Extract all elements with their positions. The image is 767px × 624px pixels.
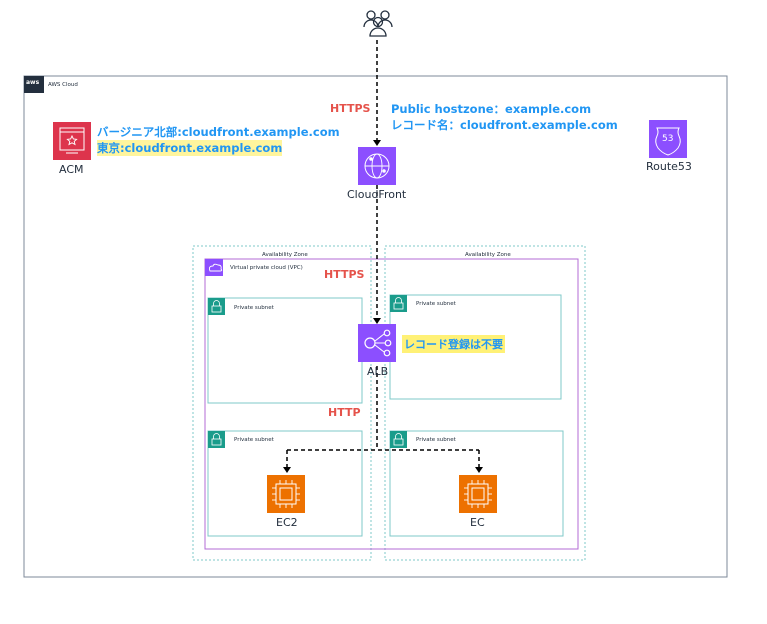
https-top-label: HTTPS <box>330 102 371 115</box>
ec2-icon <box>267 475 305 513</box>
lock-icon <box>390 295 407 312</box>
https-vpc-label: HTTPS <box>324 268 365 281</box>
vpc-label: Virtual private cloud (VPC) <box>230 265 303 271</box>
http-vpc-label: HTTP <box>328 406 361 419</box>
route53-label: Route53 <box>646 160 692 173</box>
acm-cert-virginia: バージニア北部:cloudfront.example.com <box>97 125 340 139</box>
vpc-group <box>204 258 579 550</box>
aws-logo-text: aws <box>26 79 40 86</box>
aws-cloud-group <box>23 75 728 578</box>
cloudfront-label: CloudFront <box>347 188 407 201</box>
lock-icon <box>390 431 407 448</box>
route53-badge: 53 <box>662 134 674 144</box>
subnet-bottom-right-label: Private subnet <box>416 437 456 443</box>
alb-icon <box>358 324 396 362</box>
aws-cloud-label: AWS Cloud <box>48 82 78 88</box>
request-arrows <box>286 40 480 468</box>
ec2-left-label: EC2 <box>276 516 298 529</box>
subnet-bottom-right <box>389 430 564 537</box>
subnet-top-left-label: Private subnet <box>234 305 274 311</box>
lock-icon <box>208 298 225 315</box>
acm-cert-tokyo: 東京:cloudfront.example.com <box>97 140 283 156</box>
cloudfront-icon <box>358 147 396 185</box>
subnet-bottom-left <box>207 430 363 537</box>
vpc-icon <box>205 259 223 276</box>
ec2-icon <box>459 475 497 513</box>
acm-label: ACM <box>59 163 84 176</box>
subnet-top-left <box>207 297 363 404</box>
az-left <box>192 245 372 561</box>
arrow-heads <box>283 140 483 473</box>
subnet-top-right-label: Private subnet <box>416 301 456 307</box>
users-icon <box>363 10 393 37</box>
az-left-label: Availability Zone <box>262 252 308 258</box>
aws-logo <box>24 76 44 93</box>
dns-hostzone-text: Public hostzone：example.com <box>391 102 592 116</box>
alb-label: ALB <box>367 365 389 378</box>
route53-icon <box>649 120 687 158</box>
ec2-right-label: EC <box>470 516 485 529</box>
subnet-bottom-left-label: Private subnet <box>234 437 274 443</box>
az-right <box>384 245 586 561</box>
alb-note: レコード登録は不要 <box>402 335 505 353</box>
lock-icon <box>208 431 225 448</box>
dns-record-text: レコード名：cloudfront.example.com <box>391 118 618 132</box>
az-right-label: Availability Zone <box>465 252 511 258</box>
acm-icon <box>53 122 91 160</box>
